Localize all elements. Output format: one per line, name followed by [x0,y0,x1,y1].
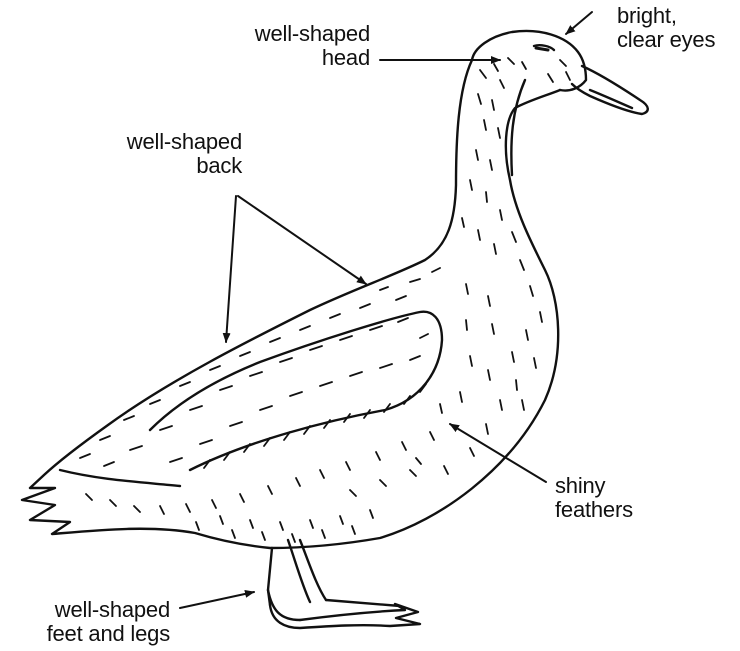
back-pointer-arrow-right [238,196,366,284]
duck-foot [270,604,420,628]
label-eyes-line1: bright, [617,4,737,28]
label-feathers-line1: shiny [555,474,665,498]
label-eyes-line2: clear eyes [617,28,737,52]
label-well-shaped-back: well-shaped back [82,130,242,178]
duck-leg-front [288,540,310,602]
label-legs-line1: well-shaped [0,598,170,622]
label-feathers-line2: feathers [555,498,665,522]
legs-pointer-arrow [180,592,254,608]
duck-bill [572,66,648,114]
label-shiny-feathers: shiny feathers [555,474,665,522]
label-back-line1: well-shaped [82,130,242,154]
back-pointer-arrow-left [226,196,236,342]
duck-neck-front [511,80,525,175]
label-head-line2: head [212,46,370,70]
label-well-shaped-head: well-shaped head [212,22,370,70]
label-back-line2: back [82,154,242,178]
label-well-shaped-feet-and-legs: well-shaped feet and legs [0,598,170,646]
eyes-pointer-arrow [566,12,592,34]
label-bright-clear-eyes: bright, clear eyes [617,4,737,52]
feathers-pointer-arrow [450,424,546,482]
label-legs-line2: feet and legs [0,622,170,646]
duck-wing [150,312,442,470]
label-head-line1: well-shaped [212,22,370,46]
